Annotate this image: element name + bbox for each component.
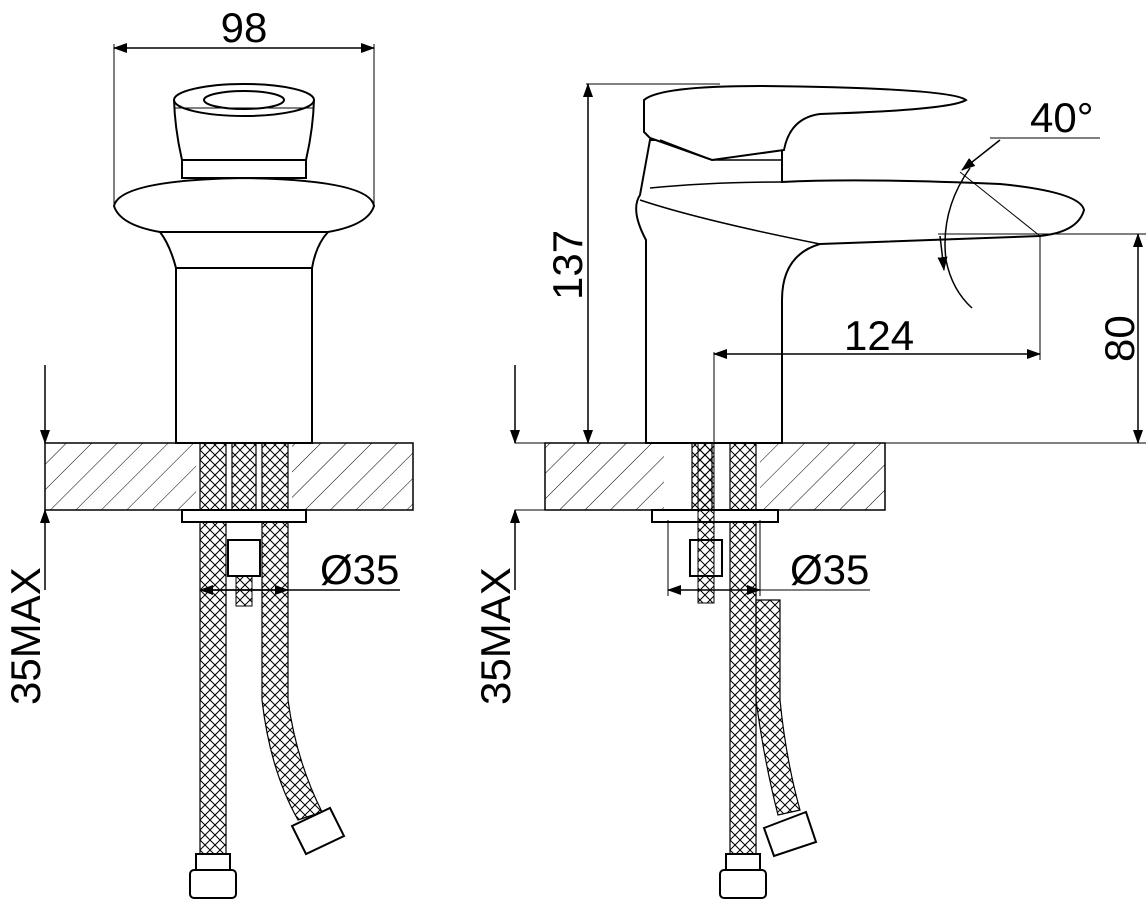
front-view: 98 Ø35 35MAX	[2, 4, 414, 899]
side-thickness-dimension: 35MAX	[472, 567, 519, 705]
front-width-dimension: 98	[221, 4, 268, 51]
side-spout-height-dimension: 80	[1096, 315, 1143, 362]
side-reach-dimension: 124	[844, 312, 914, 359]
side-faucet-body	[635, 84, 1086, 444]
front-faucet-body	[112, 83, 376, 444]
side-height-dimension: 137	[544, 230, 591, 300]
side-hoses	[689, 442, 818, 899]
front-hoses	[189, 521, 346, 899]
side-hole-dimension: Ø35	[790, 546, 869, 593]
front-hole-dimension: Ø35	[320, 546, 399, 593]
side-angle-dimension: 40°	[1030, 94, 1094, 141]
front-thickness-dimension: 35MAX	[2, 567, 49, 705]
side-view: 137 40° 80 124 Ø35 35MAX	[472, 83, 1146, 899]
